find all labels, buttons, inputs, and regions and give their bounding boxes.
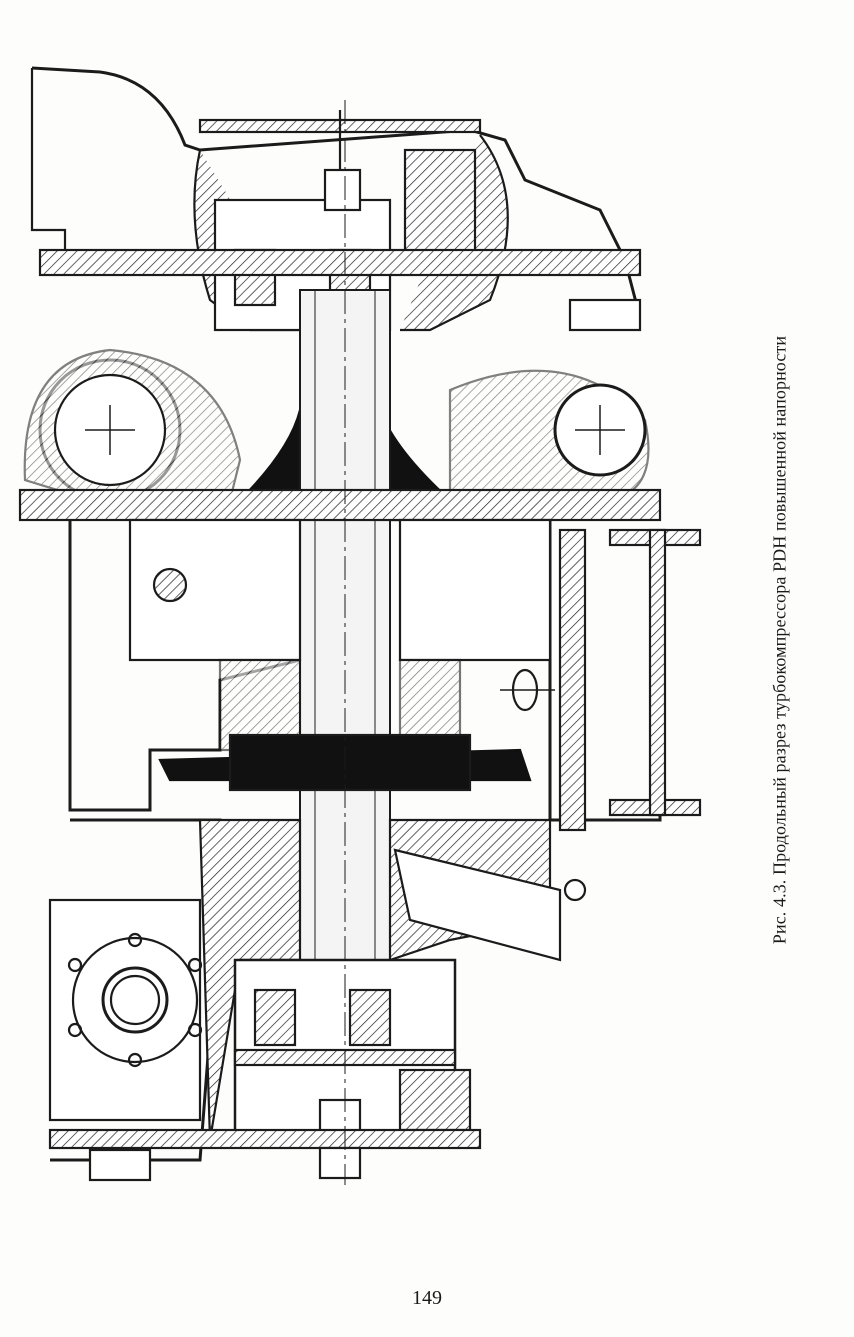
figure-caption-text: Рис. 4.3. Продольный разрез турбокомпрес… [769, 335, 790, 945]
figure-caption: Рис. 4.3. Продольный разрез турбокомпрес… [770, 240, 790, 1040]
turbocharger-section-drawing [18, 66, 702, 1185]
page-number: 149 [412, 1287, 442, 1309]
